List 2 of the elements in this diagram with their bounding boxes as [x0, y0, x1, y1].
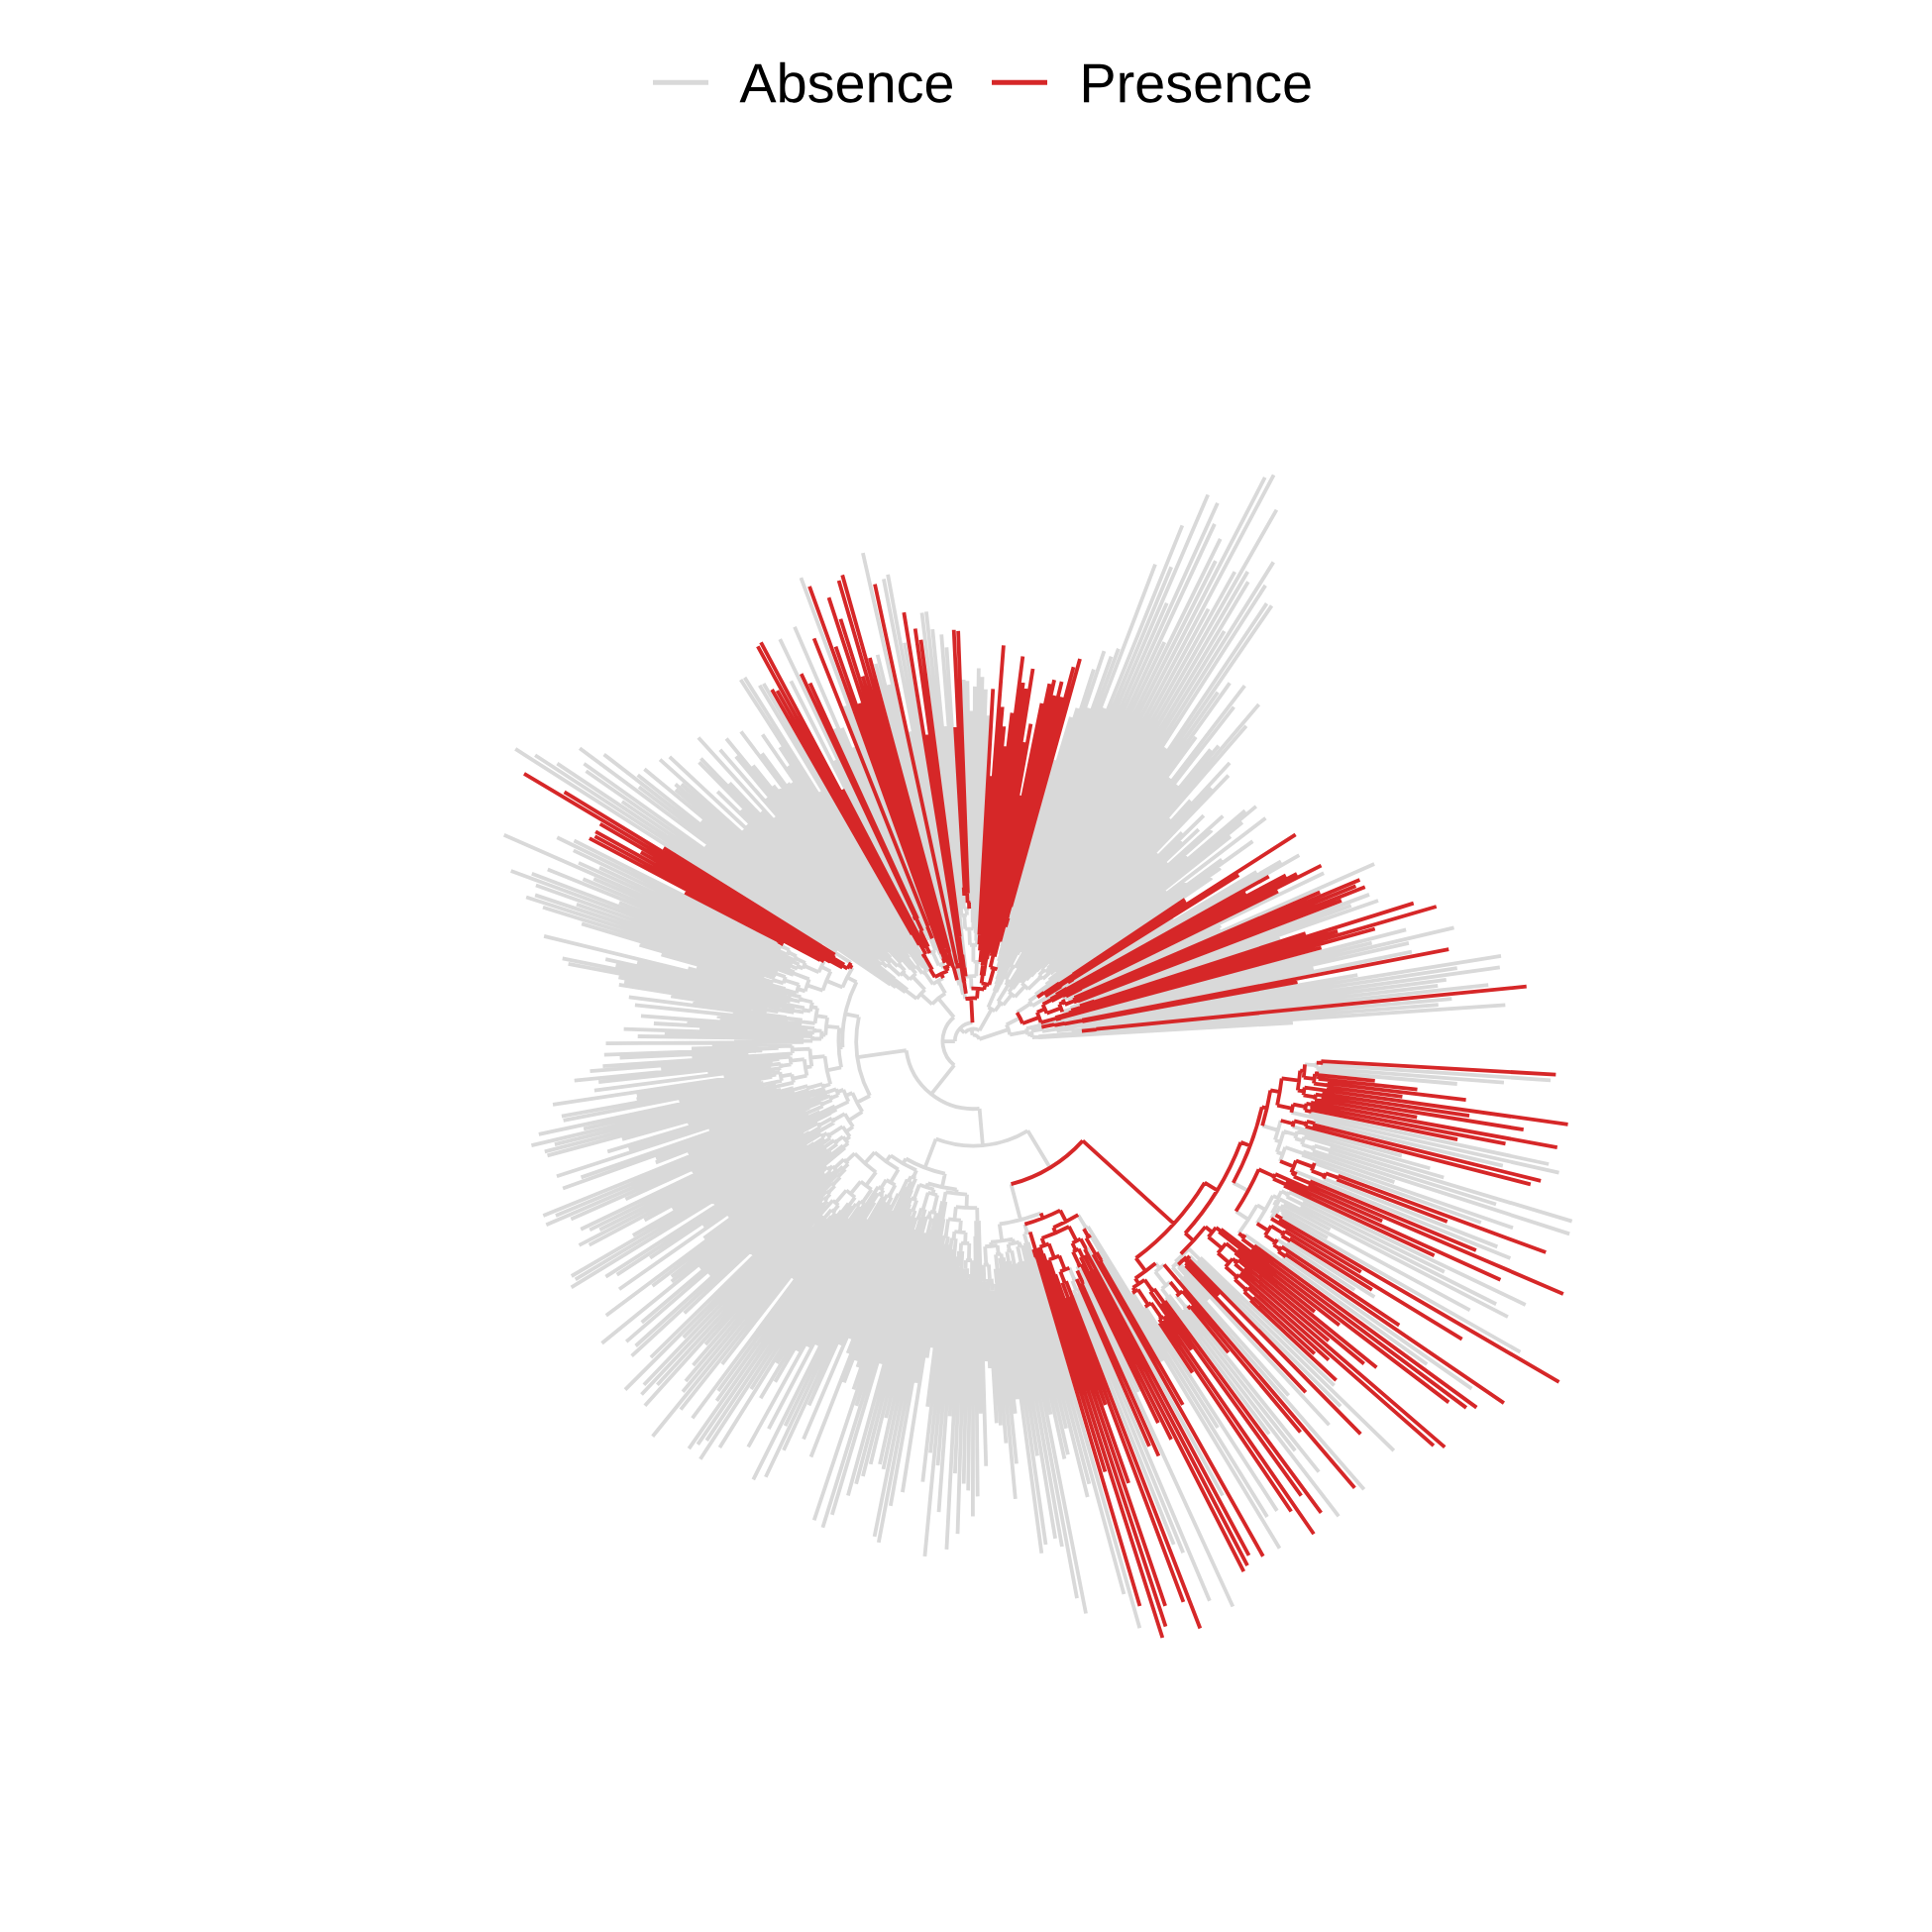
legend-label: Absence — [739, 61, 952, 103]
legend-label: Presence — [1084, 63, 1311, 103]
